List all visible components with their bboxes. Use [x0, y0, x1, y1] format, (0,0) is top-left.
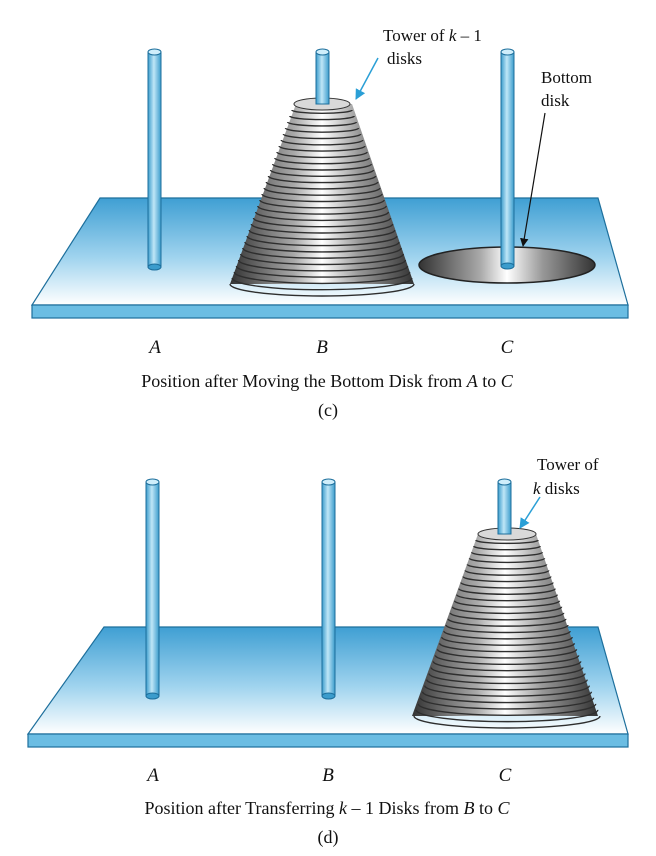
disk-stripe: [284, 127, 360, 133]
disk-stripe: [269, 169, 375, 178]
disk-stripe: [441, 636, 573, 646]
disk-stripe: [259, 199, 385, 209]
disk-stripe: [239, 253, 405, 266]
disk-stripe: [413, 715, 601, 729]
tower-arrow-d: [519, 496, 541, 529]
disk-stripe: [265, 181, 379, 190]
disk-stripe: [274, 157, 370, 165]
disk-stripe: [291, 109, 353, 114]
caption-c: Position after Moving the Bottom Disk fr…: [141, 371, 514, 391]
peg-label-c-c: C: [501, 337, 514, 358]
disk-stripe: [415, 709, 599, 723]
sub-caption-d: (d): [318, 827, 339, 848]
peg-b-d: [321, 478, 336, 700]
disk-stripe: [252, 217, 392, 228]
disk-stripe: [473, 545, 541, 551]
disk-stripe: [280, 139, 364, 146]
tower-c-d: [412, 478, 601, 729]
sub-caption-c: (c): [318, 400, 338, 421]
disk-stripe: [229, 283, 415, 297]
panel-c: Tower of k – 1 disks Bottom disk A B C P…: [30, 26, 629, 421]
peg-a-c: [147, 48, 162, 271]
peg-a-d: [145, 478, 160, 700]
peg-label-a-d: A: [145, 765, 159, 786]
tower-b-c: [229, 48, 415, 297]
disk-stripe: [237, 259, 407, 272]
bottom-annotation-line1-c: Bottom: [541, 68, 592, 87]
disk-stripe: [466, 563, 548, 570]
disk-stripe: [248, 229, 396, 240]
disk-stripe: [468, 557, 546, 564]
peg-c-c: [500, 48, 515, 270]
peg-label-b-d: B: [322, 765, 334, 786]
disk-stripe: [475, 539, 539, 545]
peg-label-a-c: A: [147, 337, 161, 358]
tower-annotation-line2-d: k disks: [533, 479, 580, 498]
disk-stripe: [254, 211, 390, 222]
disk-stripe: [244, 241, 400, 253]
bottom-annotation-line2-c: disk: [541, 91, 570, 110]
caption-d: Position after Transferring k – 1 Disks …: [144, 798, 510, 818]
disk-stripe: [231, 277, 413, 291]
disk-stripe: [235, 265, 409, 278]
disk-stripe: [423, 685, 591, 697]
disk-stripe: [428, 673, 586, 685]
disk-stripe: [242, 247, 402, 259]
tower-annotation-line2-c: disks: [387, 49, 422, 68]
disk-stripe: [434, 655, 580, 666]
disk-stripe: [246, 235, 398, 247]
disk-stripe: [282, 133, 362, 140]
disk-stripe: [250, 223, 394, 234]
disk-stripe: [421, 691, 593, 704]
bottom-disk-arrow-c: [520, 112, 546, 247]
disk-stripe: [257, 205, 387, 215]
disk-stripe: [436, 649, 578, 659]
disk-stripe: [451, 606, 563, 615]
tower-annotation-line1-c: Tower of k – 1: [383, 26, 482, 45]
peg-label-b-c: B: [316, 337, 328, 358]
tower-annotation-line1-d: Tower of: [537, 455, 599, 474]
disk-stripe: [286, 121, 358, 127]
disk-stripe: [453, 600, 561, 608]
disk-stripe: [267, 175, 377, 184]
disk-stripe: [432, 661, 582, 672]
disk-stripe: [289, 115, 355, 121]
disk-stripe: [449, 612, 565, 621]
disk-stripe: [460, 582, 554, 589]
disk-stripe: [430, 667, 584, 678]
disk-stripe: [443, 630, 571, 640]
disk-stripe: [438, 642, 576, 653]
disk-stripe: [447, 618, 567, 627]
disk-stripe: [462, 576, 552, 583]
disk-stripe: [263, 187, 381, 196]
disk-stripe: [445, 624, 569, 634]
tower-arrow-c: [355, 57, 379, 100]
disk-stripe: [233, 271, 411, 285]
disk-stripe: [417, 703, 597, 716]
disk-stripe: [458, 588, 556, 595]
disk-stripe: [464, 570, 550, 576]
disk-stripe: [455, 594, 559, 602]
disk-stripe: [278, 145, 366, 152]
disk-stripe: [426, 679, 588, 691]
disk-stripe: [276, 151, 368, 159]
disk-stripe: [271, 163, 373, 171]
disk-stripe: [470, 551, 544, 557]
disk-stripe: [261, 193, 383, 203]
panel-d: Tower of k disks A B C Position after Tr…: [26, 455, 629, 848]
disk-stripe: [419, 697, 595, 710]
peg-label-c-d: C: [499, 765, 512, 786]
